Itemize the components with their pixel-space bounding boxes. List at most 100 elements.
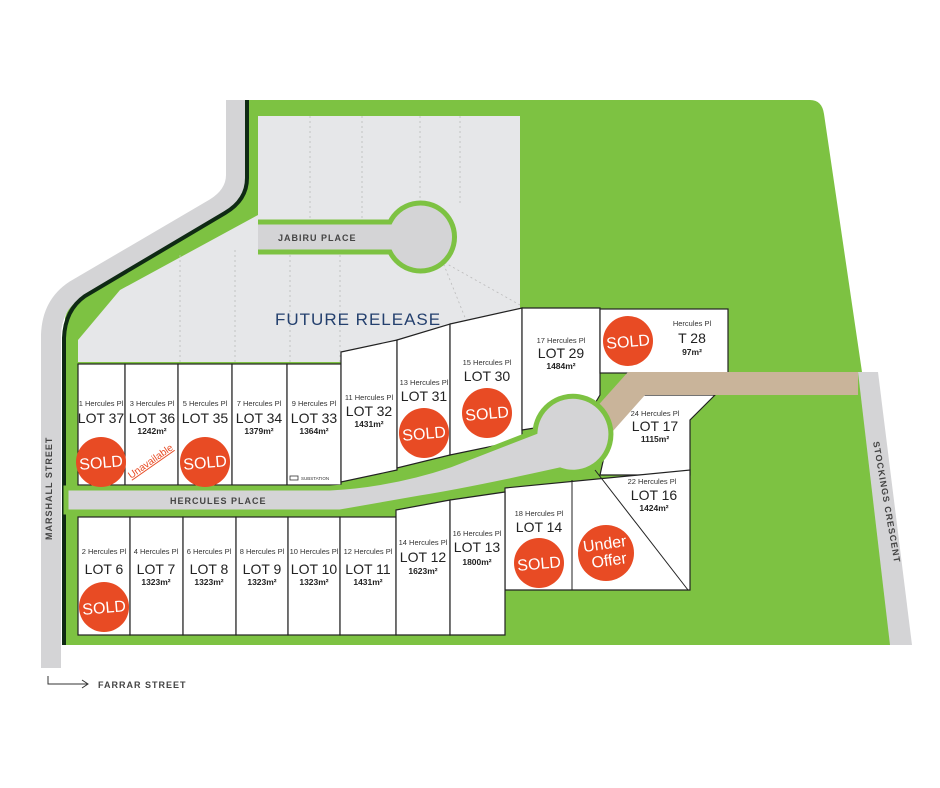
svg-text:LOT 29: LOT 29	[538, 345, 585, 361]
jabiru-place-label: JABIRU PLACE	[278, 233, 357, 243]
svg-text:LOT 36: LOT 36	[129, 410, 176, 426]
svg-text:13 Hercules Pl: 13 Hercules Pl	[400, 378, 449, 387]
svg-text:2 Hercules Pl: 2 Hercules Pl	[82, 547, 127, 556]
svg-text:14 Hercules Pl: 14 Hercules Pl	[399, 538, 448, 547]
svg-text:5 Hercules Pl: 5 Hercules Pl	[183, 399, 228, 408]
svg-text:1242m²: 1242m²	[137, 426, 166, 436]
svg-text:1424m²: 1424m²	[639, 503, 668, 513]
svg-text:16 Hercules Pl: 16 Hercules Pl	[453, 529, 502, 538]
substation-icon	[289, 475, 299, 481]
svg-text:11 Hercules Pl: 11 Hercules Pl	[345, 393, 394, 402]
sold-badge-lot-31: SOLD	[399, 408, 449, 458]
svg-text:SOLD: SOLD	[465, 404, 510, 425]
sold-badge-lot-14: SOLD	[514, 538, 564, 588]
svg-text:SOLD: SOLD	[517, 554, 562, 575]
svg-text:97m²: 97m²	[682, 347, 702, 357]
svg-text:LOT 9: LOT 9	[243, 561, 282, 577]
svg-text:18 Hercules Pl: 18 Hercules Pl	[515, 509, 564, 518]
svg-text:SOLD: SOLD	[79, 453, 124, 474]
svg-text:1323m²: 1323m²	[141, 577, 170, 587]
svg-text:1323m²: 1323m²	[299, 577, 328, 587]
sold-badge-lot-28: SOLD	[603, 316, 653, 366]
jabiru-place-road	[258, 200, 458, 274]
svg-text:15 Hercules Pl: 15 Hercules Pl	[463, 358, 512, 367]
svg-text:24 Hercules Pl: 24 Hercules Pl	[631, 409, 680, 418]
hercules-place-road	[63, 393, 614, 515]
svg-text:6 Hercules Pl: 6 Hercules Pl	[187, 547, 232, 556]
svg-text:Under: Under	[582, 533, 628, 556]
svg-text:LOT 16: LOT 16	[631, 487, 678, 503]
svg-text:LOT 8: LOT 8	[190, 561, 229, 577]
svg-text:1364m²: 1364m²	[299, 426, 328, 436]
marshall-street-road	[41, 100, 246, 668]
svg-text:LOT 30: LOT 30	[464, 368, 511, 384]
marshall-street-label: MARSHALL STREET	[44, 437, 54, 540]
svg-text:LOT 37: LOT 37	[78, 410, 125, 426]
svg-text:Offer: Offer	[591, 550, 629, 572]
svg-text:1 Hercules Pl: 1 Hercules Pl	[79, 399, 124, 408]
sold-badge-lot-30: SOLD	[462, 388, 512, 438]
svg-text:LOT 33: LOT 33	[291, 410, 338, 426]
svg-text:1431m²: 1431m²	[354, 419, 383, 429]
svg-text:1323m²: 1323m²	[247, 577, 276, 587]
svg-text:1800m²: 1800m²	[462, 557, 491, 567]
svg-text:12 Hercules Pl: 12 Hercules Pl	[344, 547, 393, 556]
substation-label: SUBSTATION	[301, 476, 329, 481]
lot-37[interactable]: 1 Hercules Pl LOT 37	[78, 399, 125, 426]
svg-text:4 Hercules Pl: 4 Hercules Pl	[134, 547, 179, 556]
arrow-right-icon	[47, 676, 89, 689]
svg-text:10 Hercules Pl: 10 Hercules Pl	[290, 547, 339, 556]
sold-badge-lot-37: SOLD	[76, 437, 126, 487]
svg-text:SOLD: SOLD	[402, 424, 447, 445]
svg-text:LOT 14: LOT 14	[516, 519, 563, 535]
svg-text:22 Hercules Pl: 22 Hercules Pl	[628, 477, 677, 486]
stockings-crescent-road	[858, 372, 912, 645]
road-edge-line	[62, 100, 249, 645]
future-lot-lines	[179, 116, 521, 362]
svg-text:1323m²: 1323m²	[194, 577, 223, 587]
svg-text:LOT 34: LOT 34	[236, 410, 283, 426]
status-badges: SOLD SOLD SOLD SOLD SOLD SOLD UnderOffer…	[76, 316, 653, 632]
svg-text:1431m²: 1431m²	[353, 577, 382, 587]
svg-text:LOT 13: LOT 13	[454, 539, 501, 555]
svg-text:LOT 10: LOT 10	[291, 561, 338, 577]
svg-text:17 Hercules Pl: 17 Hercules Pl	[537, 336, 586, 345]
pedestrian-path	[585, 372, 858, 440]
hercules-place-label: HERCULES PLACE	[170, 496, 267, 506]
svg-text:1484m²: 1484m²	[546, 361, 575, 371]
svg-text:LOT 7: LOT 7	[137, 561, 176, 577]
svg-text:LOT 31: LOT 31	[401, 388, 448, 404]
svg-text:7 Hercules Pl: 7 Hercules Pl	[237, 399, 282, 408]
sold-badge-lot-6: SOLD	[79, 582, 129, 632]
svg-text:1115m²: 1115m²	[641, 434, 670, 444]
sold-badge-lot-35: SOLD	[180, 437, 230, 487]
svg-text:LOT 32: LOT 32	[346, 403, 393, 419]
svg-text:9 Hercules Pl: 9 Hercules Pl	[292, 399, 337, 408]
svg-text:Hercules Pl: Hercules Pl	[673, 319, 712, 328]
svg-text:SOLD: SOLD	[183, 453, 228, 474]
svg-text:3 Hercules Pl: 3 Hercules Pl	[130, 399, 175, 408]
